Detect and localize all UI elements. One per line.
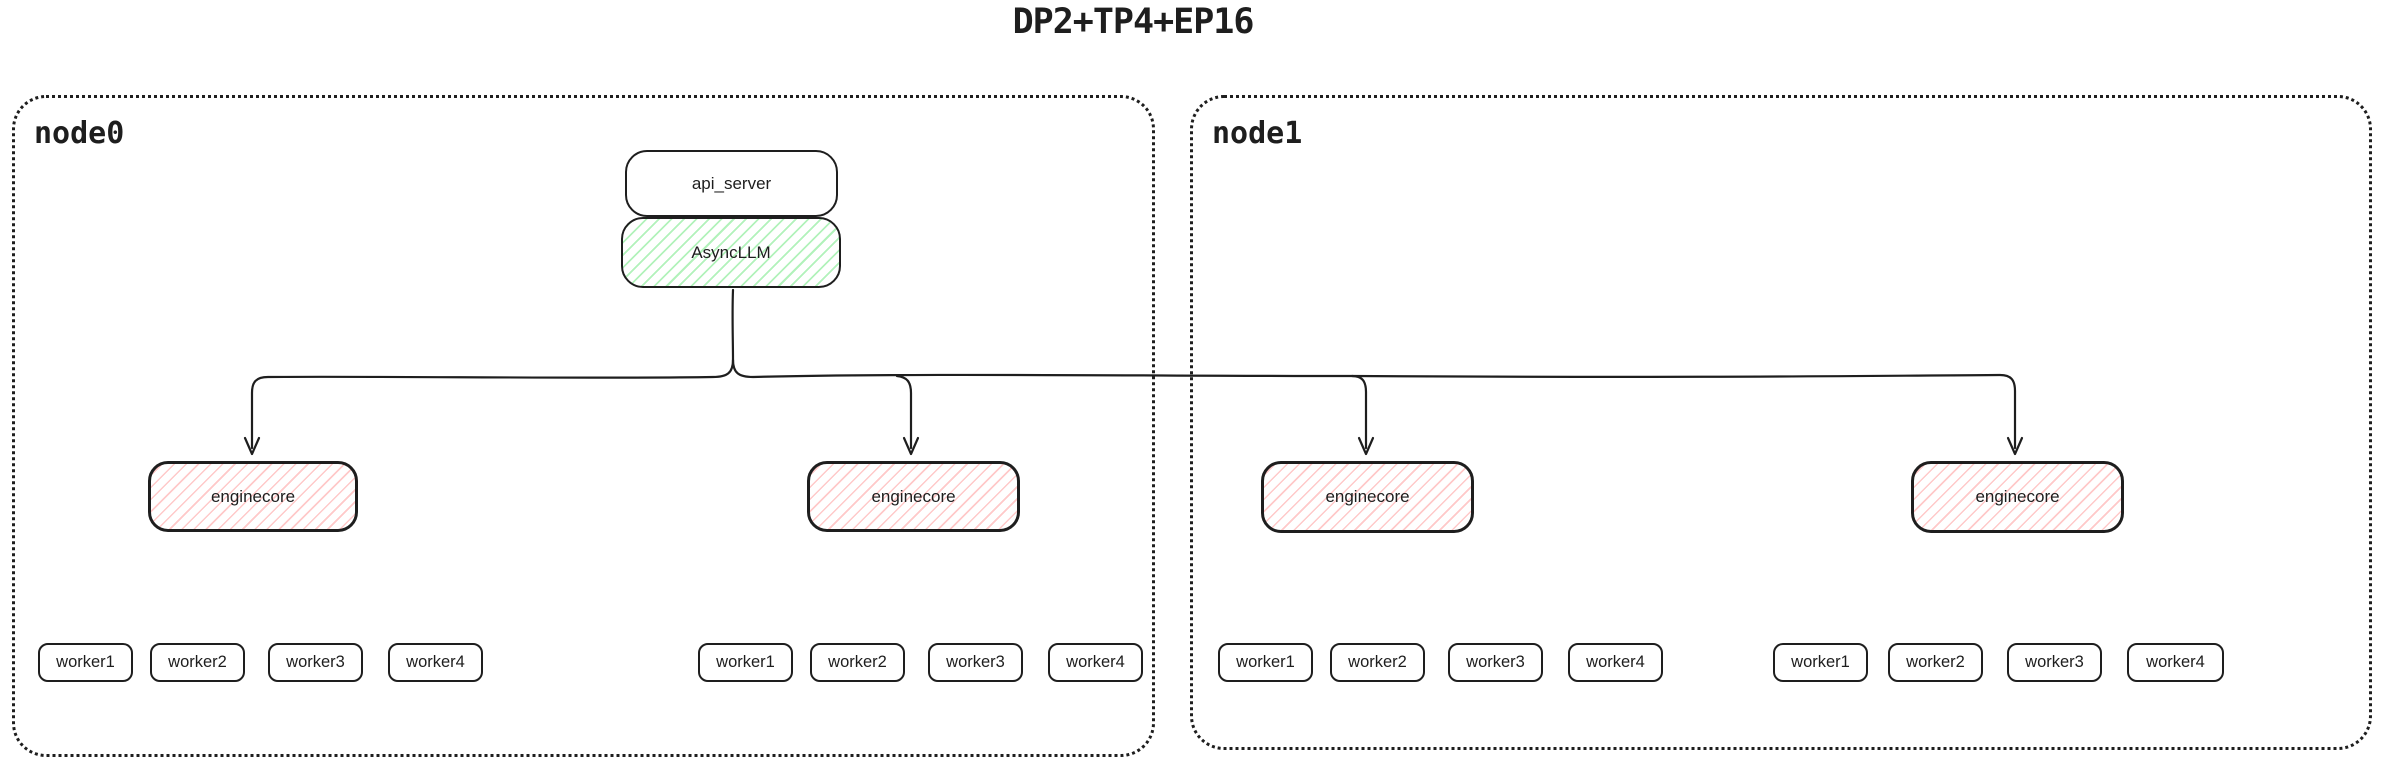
worker-label: worker4 bbox=[1066, 653, 1125, 671]
worker-box: worker2 bbox=[1330, 643, 1425, 682]
enginecore-box-2: enginecore bbox=[807, 461, 1020, 532]
worker-box: worker1 bbox=[38, 643, 133, 682]
worker-label: worker1 bbox=[56, 653, 115, 671]
enginecore-box-3: enginecore bbox=[1261, 461, 1474, 533]
worker-label: worker3 bbox=[2025, 653, 2084, 671]
worker-label: worker3 bbox=[1466, 653, 1525, 671]
worker-box: worker4 bbox=[2127, 643, 2224, 682]
worker-box: worker2 bbox=[1888, 643, 1983, 682]
api-server-label: api_server bbox=[691, 173, 772, 193]
worker-label: worker4 bbox=[1586, 653, 1645, 671]
api-server-box: api_server bbox=[625, 150, 838, 217]
node0-label: node0 bbox=[34, 116, 125, 151]
diagram-title: DP2+TP4+EP16 bbox=[1012, 2, 1255, 42]
enginecore-label: enginecore bbox=[1975, 487, 2060, 506]
worker-box: worker3 bbox=[928, 643, 1023, 682]
worker-box: worker1 bbox=[698, 643, 793, 682]
enginecore-label: enginecore bbox=[210, 486, 296, 506]
worker-label: worker1 bbox=[716, 653, 775, 671]
enginecore-label: enginecore bbox=[1325, 487, 1410, 506]
enginecore-box-1: enginecore bbox=[148, 461, 358, 532]
worker-label: worker2 bbox=[828, 653, 887, 671]
worker-label: worker2 bbox=[168, 653, 227, 671]
worker-label: worker1 bbox=[1791, 653, 1850, 671]
asyncllm-label: AsyncLLM bbox=[691, 242, 771, 262]
worker-box: worker2 bbox=[150, 643, 245, 682]
worker-box: worker3 bbox=[268, 643, 363, 682]
worker-box: worker4 bbox=[388, 643, 483, 682]
node1-label: node1 bbox=[1212, 116, 1303, 151]
worker-box: worker1 bbox=[1773, 643, 1868, 682]
worker-box: worker4 bbox=[1568, 643, 1663, 682]
worker-box: worker2 bbox=[810, 643, 905, 682]
worker-box: worker1 bbox=[1218, 643, 1313, 682]
worker-label: worker1 bbox=[1236, 653, 1295, 671]
worker-box: worker3 bbox=[2007, 643, 2102, 682]
asyncllm-box: AsyncLLM bbox=[621, 217, 841, 288]
worker-label: worker3 bbox=[946, 653, 1005, 671]
worker-label: worker4 bbox=[406, 653, 465, 671]
worker-box: worker3 bbox=[1448, 643, 1543, 682]
enginecore-box-4: enginecore bbox=[1911, 461, 2124, 533]
worker-label: worker2 bbox=[1348, 653, 1407, 671]
worker-label: worker3 bbox=[286, 653, 345, 671]
worker-label: worker4 bbox=[2146, 653, 2205, 671]
enginecore-label: enginecore bbox=[871, 486, 956, 506]
worker-box: worker4 bbox=[1048, 643, 1143, 682]
worker-label: worker2 bbox=[1906, 653, 1965, 671]
